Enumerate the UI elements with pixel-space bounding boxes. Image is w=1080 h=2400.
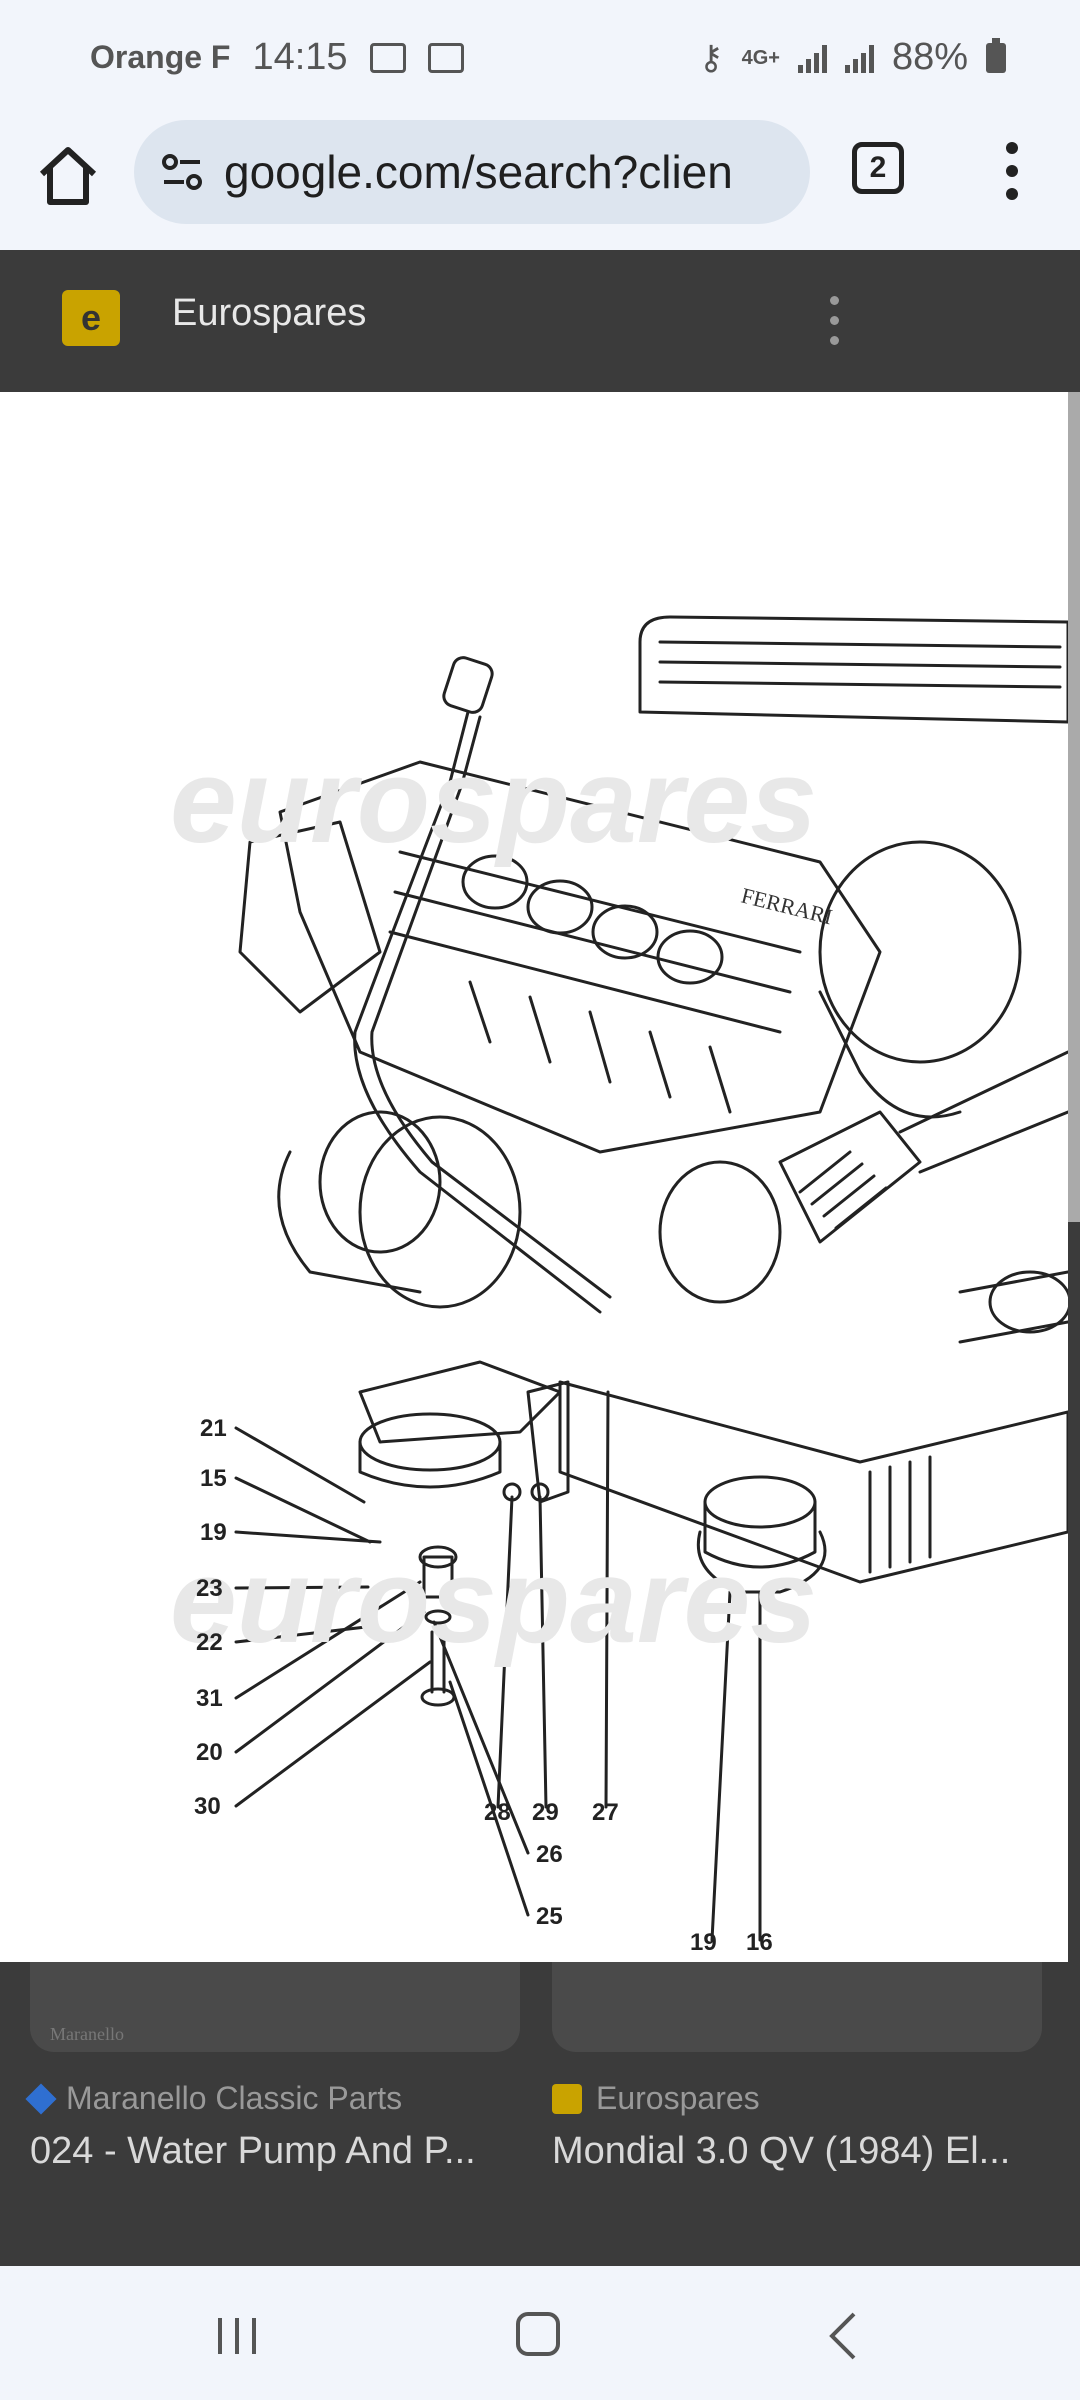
result-source-name: Maranello Classic Parts xyxy=(66,2080,403,2116)
screen-record-icon xyxy=(369,42,406,73)
eurospares-logo: e xyxy=(62,290,120,346)
result-title[interactable]: 024 - Water Pump And P... xyxy=(30,2130,476,2172)
watermark-top: eurospares xyxy=(170,734,817,868)
scrollbar[interactable] xyxy=(1068,392,1080,1222)
signal-icon-2 xyxy=(844,43,874,73)
part-label: 28 xyxy=(484,1799,511,1826)
vpn-key-icon: ⚷ xyxy=(698,38,724,77)
part-label: 16 xyxy=(746,1929,773,1956)
part-label: 20 xyxy=(196,1739,223,1766)
home-nav-button[interactable] xyxy=(516,2312,560,2356)
browser-menu-button[interactable] xyxy=(996,140,1028,202)
clock: 14:15 xyxy=(252,36,348,78)
site-settings-icon[interactable] xyxy=(158,148,206,196)
result-thumbnail[interactable]: Maranello xyxy=(30,1962,520,2052)
part-label: 23 xyxy=(196,1575,223,1602)
browser-toolbar: google.com/search?clien 2 xyxy=(0,120,1080,250)
image-viewer-header: e Eurospares xyxy=(0,250,1080,392)
url-text[interactable]: google.com/search?clien xyxy=(224,146,733,198)
address-bar[interactable]: google.com/search?clien xyxy=(134,120,810,224)
home-button[interactable] xyxy=(30,138,106,214)
part-label: 19 xyxy=(200,1519,227,1546)
part-label: 19 xyxy=(690,1929,717,1956)
network-type-icon: 4G+ xyxy=(741,46,780,69)
result-title[interactable]: Mondial 3.0 QV (1984) El... xyxy=(552,2130,1011,2172)
signal-icon-1 xyxy=(797,43,827,73)
part-label: 31 xyxy=(196,1685,223,1712)
tab-switcher-button[interactable]: 2 xyxy=(852,142,904,194)
source-favicon-icon xyxy=(25,2082,57,2115)
result-source: Eurospares xyxy=(552,2080,760,2117)
watermark-bottom: eurospares xyxy=(170,1534,817,1668)
recent-apps-icon xyxy=(218,2318,256,2354)
result-card[interactable]: Eurospares Mondial 3.0 QV (1984) El... xyxy=(552,1962,1042,2262)
back-icon xyxy=(829,2312,856,2360)
part-label: 30 xyxy=(194,1793,221,1820)
part-label: 22 xyxy=(196,1629,223,1656)
part-label: 21 xyxy=(200,1415,227,1442)
engine-parts-diagram: eurospares eurospares FERRARI 21 15 19 2… xyxy=(170,615,1072,1956)
system-nav-bar xyxy=(0,2266,1080,2400)
image-source-title[interactable]: Eurospares xyxy=(172,292,367,334)
voicemail-icon xyxy=(427,42,464,73)
viewer-more-button[interactable] xyxy=(824,296,844,352)
part-label: 26 xyxy=(536,1841,563,1868)
result-thumbnail[interactable] xyxy=(552,1962,1042,2052)
engine-badge: FERRARI xyxy=(739,883,835,930)
home-icon xyxy=(39,147,97,205)
back-button[interactable] xyxy=(824,2310,864,2362)
recent-apps-button[interactable] xyxy=(214,2316,260,2356)
carrier-name: Orange F xyxy=(90,39,231,75)
part-label: 25 xyxy=(536,1903,563,1930)
battery-percent: 88% xyxy=(891,36,968,78)
status-bar: Orange F 14:15 ⚷ 4G+ 88% xyxy=(0,0,1080,120)
source-favicon-icon xyxy=(552,2083,582,2114)
thumbnail-caption: Maranello xyxy=(50,2024,124,2044)
more-vert-icon xyxy=(1006,142,1018,200)
part-label: 15 xyxy=(200,1465,227,1492)
battery-icon xyxy=(986,37,1006,73)
result-source: Maranello Classic Parts xyxy=(25,2080,403,2117)
result-card[interactable]: Maranello Maranello Classic Parts 024 - … xyxy=(25,1962,520,2262)
result-source-name: Eurospares xyxy=(596,2080,760,2116)
image-preview[interactable]: eurospares eurospares FERRARI 21 15 19 2… xyxy=(0,392,1072,1962)
part-label: 29 xyxy=(532,1799,559,1826)
part-label: 27 xyxy=(592,1799,619,1826)
